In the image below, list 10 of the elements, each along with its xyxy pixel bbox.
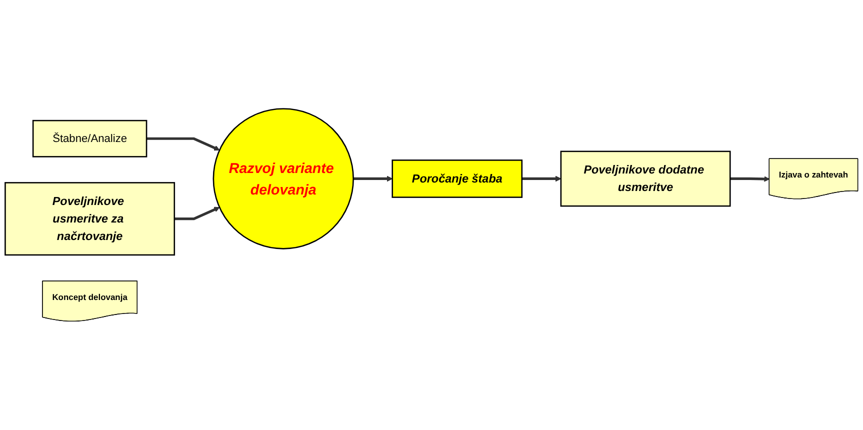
arrow [522, 176, 562, 182]
arrow [353, 176, 393, 182]
node-box: Štabne/Analize [32, 120, 148, 158]
node-box: Poveljnikove usmeritve za načrtovanje [4, 182, 176, 256]
arrow [174, 206, 220, 220]
node-box: Poročanje štaba [392, 160, 523, 198]
arrow [146, 137, 220, 151]
node-circle: Razvoj variante delovanja [212, 108, 354, 250]
arrow [730, 176, 770, 182]
node-box: Poveljnikove dodatne usmeritve [560, 150, 731, 207]
